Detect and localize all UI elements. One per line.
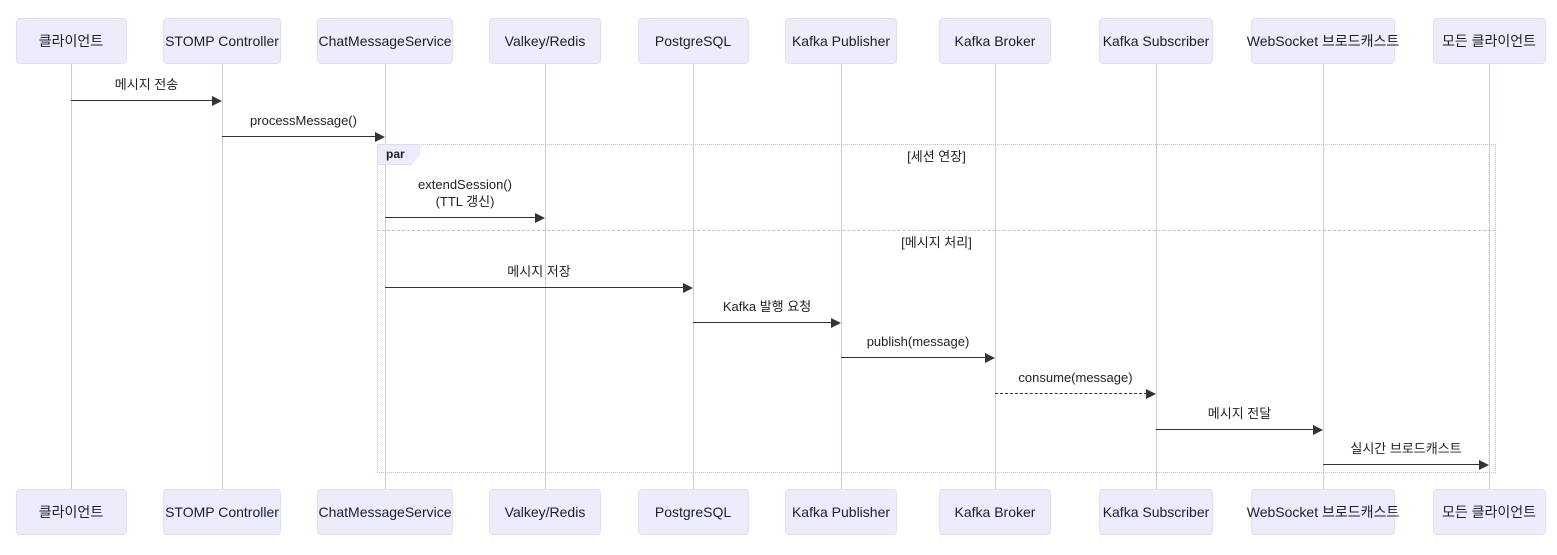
lifeline-8 [1323,64,1324,489]
participant-top-9: 모든 클라이언트 [1432,18,1546,64]
lifeline-0 [71,64,72,489]
message-line-4 [693,322,832,323]
participant-bottom-2: ChatMessageService [317,489,453,535]
par-section-label-1: [메시지 처리] [901,235,972,250]
message-label-3: 메시지 저장 [507,264,571,280]
participant-bottom-1: STOMP Controller [163,489,281,535]
message-line-1 [222,136,376,137]
message-line-8 [1323,464,1480,465]
message-label-0: 메시지 전송 [114,77,179,93]
message-label-7: 메시지 전달 [1207,406,1272,422]
message-arrowhead-8 [1479,459,1489,470]
message-label-8: 실시간 브로드캐스트 [1350,441,1462,457]
participant-bottom-8: WebSocket 브로드캐스트 [1247,489,1399,535]
message-label-5: publish(message) [866,334,970,350]
participant-top-5: Kafka Publisher [785,18,897,64]
message-label-1: processMessage() [250,113,357,129]
participant-bottom-5: Kafka Publisher [785,489,897,535]
lifeline-6 [995,64,996,489]
participant-bottom-3: Valkey/Redis [489,489,601,535]
lifeline-3 [545,64,546,489]
message-line-0 [71,100,213,101]
par-frame [377,144,1496,473]
participant-top-1: STOMP Controller [163,18,281,64]
message-arrowhead-3 [683,282,693,293]
lifeline-9 [1489,64,1490,489]
message-label-4: Kafka 발행 요청 [722,299,812,315]
participant-top-2: ChatMessageService [317,18,453,64]
participant-top-6: Kafka Broker [939,18,1051,64]
message-arrowhead-6 [1146,388,1156,399]
par-section-label-0: [세션 연장] [907,149,966,164]
message-label-2: extendSession() (TTL 갱신) [418,176,512,210]
participant-top-3: Valkey/Redis [489,18,601,64]
message-arrowhead-5 [985,352,995,363]
message-line-3 [385,287,684,288]
message-arrowhead-1 [375,131,385,142]
participant-bottom-0: 클라이언트 [15,489,127,535]
lifeline-2 [385,64,386,489]
message-line-7 [1156,429,1314,430]
participant-top-7: Kafka Subscriber [1099,18,1213,64]
message-line-2 [385,217,536,218]
participant-bottom-4: PostgreSQL [637,489,749,535]
par-frame-label: par [377,144,420,165]
participant-top-0: 클라이언트 [15,18,127,64]
participant-bottom-9: 모든 클라이언트 [1432,489,1546,535]
participant-top-8: WebSocket 브로드캐스트 [1247,18,1399,64]
message-line-5 [841,357,986,358]
message-label-6: consume(message) [1018,370,1133,386]
par-section-divider-1 [377,230,1496,231]
lifeline-7 [1156,64,1157,489]
participant-top-4: PostgreSQL [637,18,749,64]
lifeline-1 [222,64,223,489]
message-arrowhead-0 [212,95,222,106]
lifeline-4 [693,64,694,489]
participant-bottom-7: Kafka Subscriber [1099,489,1213,535]
lifeline-5 [841,64,842,489]
message-arrowhead-2 [535,212,545,223]
message-line-6 [995,393,1147,394]
message-arrowhead-4 [831,317,841,328]
message-arrowhead-7 [1313,424,1323,435]
participant-bottom-6: Kafka Broker [939,489,1051,535]
